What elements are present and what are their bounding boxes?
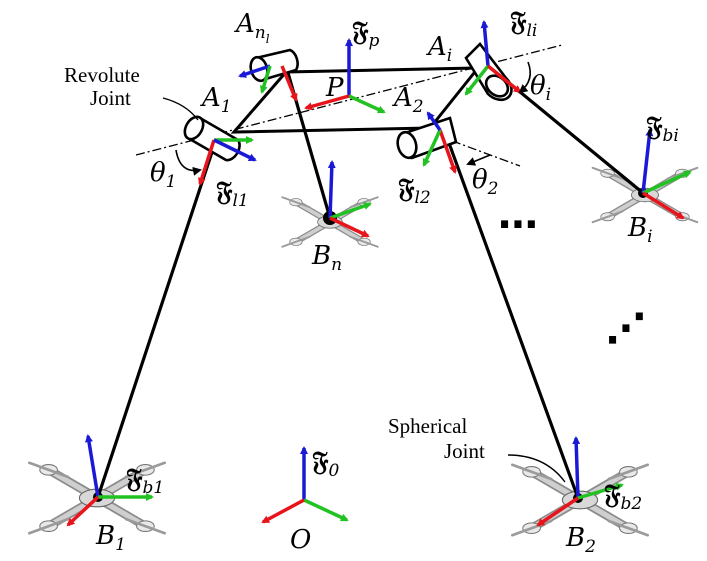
label-B2: B2 bbox=[565, 523, 596, 557]
frame-li-axes bbox=[464, 20, 522, 96]
label-Fb2: 𝔉b2 bbox=[604, 480, 642, 514]
label-B1: B1 bbox=[95, 521, 126, 555]
cable-2 bbox=[443, 130, 580, 500]
revolute-joint-a1 bbox=[183, 115, 241, 162]
angle-arc-theta1 bbox=[175, 149, 202, 176]
cable-i bbox=[501, 76, 645, 195]
revolute-joint-ai bbox=[464, 42, 513, 102]
frame-bn-axes bbox=[327, 160, 372, 238]
frame-b2-axes bbox=[536, 436, 624, 527]
revolute-callout-line bbox=[162, 97, 199, 121]
label-Fl2: 𝔉l2 bbox=[398, 174, 431, 208]
label-Fli: 𝔉li bbox=[510, 7, 537, 41]
spherical-joint-label-line1: Spherical bbox=[388, 414, 467, 438]
frame-p-axes bbox=[304, 38, 386, 114]
label-P: P bbox=[325, 73, 344, 103]
label-Fp: 𝔉p bbox=[352, 17, 379, 51]
label-Fl1: 𝔉l1 bbox=[216, 177, 249, 211]
label-Fb1: 𝔉b1 bbox=[126, 464, 164, 498]
label-Ai: Ai bbox=[426, 32, 452, 66]
label-O: O bbox=[290, 525, 311, 555]
revolute-joint-anl bbox=[249, 48, 299, 83]
label-Bn: Bn bbox=[311, 241, 342, 275]
label-theta2: θ2 bbox=[472, 165, 498, 199]
frame-l1-axes bbox=[198, 136, 257, 186]
ellipsis-diagonal: ⋰ bbox=[606, 306, 646, 352]
revolute-joint-label-line1: Revolute bbox=[64, 63, 140, 87]
angle-arc-thetai bbox=[518, 61, 531, 94]
frame-b1-axes bbox=[66, 434, 154, 527]
revolute-joint-a2 bbox=[396, 116, 458, 160]
revolute-joint-label-line2: Joint bbox=[90, 86, 131, 110]
ellipsis-horizontal: ⋯ bbox=[498, 202, 538, 248]
label-Anl: Anl bbox=[234, 9, 270, 46]
label-A2: A2 bbox=[392, 83, 424, 117]
frame-nl-axes bbox=[238, 64, 298, 102]
spherical-callout-line bbox=[507, 454, 566, 483]
label-theta1: θ1 bbox=[150, 158, 176, 192]
label-Fbi: 𝔉bi bbox=[646, 112, 679, 146]
cable-1 bbox=[96, 138, 218, 499]
frame-0-axes bbox=[261, 446, 349, 524]
label-F0: 𝔉0 bbox=[312, 447, 339, 481]
label-A1: A1 bbox=[200, 83, 232, 117]
frame-bi-axes bbox=[641, 128, 692, 220]
angle-arc-theta2 bbox=[466, 154, 491, 166]
label-Bi: Bi bbox=[627, 213, 653, 247]
spherical-joint-label-line2: Joint bbox=[444, 439, 485, 463]
frame-l2-axes bbox=[422, 111, 457, 174]
label-thetai: θi bbox=[530, 71, 551, 105]
